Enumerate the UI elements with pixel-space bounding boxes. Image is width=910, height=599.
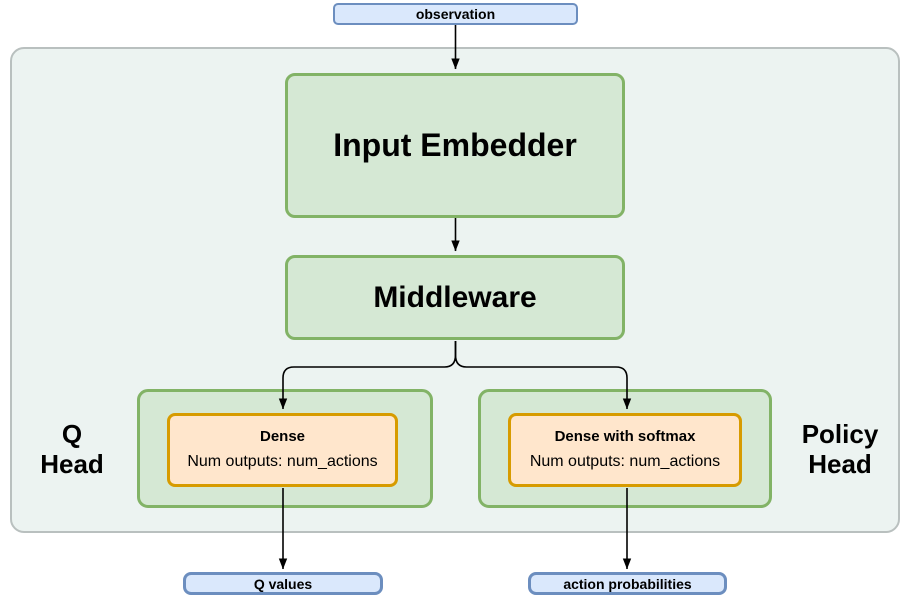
policy-head-label-line1: Policy [801,419,879,449]
q-values-label: Q values [253,575,313,592]
q-head-dense-box: Dense Num outputs: num_actions [167,413,398,487]
node-input-embedder: Input Embedder [285,73,625,218]
q-head-label: Q Head [17,419,127,479]
node-observation: observation [333,3,578,25]
input-embedder-label: Input Embedder [333,127,577,163]
q-dense-subtitle: Num outputs: num_actions [187,453,378,471]
node-q-values: Q values [183,572,383,595]
q-head-label-line1: Q [61,419,83,449]
q-head-label-line2: Head [40,449,104,479]
policy-head-dense-box: Dense with softmax Num outputs: num_acti… [508,413,742,487]
middleware-label: Middleware [373,280,537,314]
policy-head-label: Policy Head [782,419,898,479]
policy-dense-title: Dense with softmax [554,427,696,445]
policy-head-label-line2: Head [808,449,872,479]
node-middleware: Middleware [285,255,625,340]
node-action-probabilities: action probabilities [528,572,727,595]
policy-dense-subtitle: Num outputs: num_actions [529,453,721,471]
observation-label: observation [415,6,496,22]
q-dense-title: Dense [259,427,306,445]
action-probabilities-label: action probabilities [563,575,692,592]
